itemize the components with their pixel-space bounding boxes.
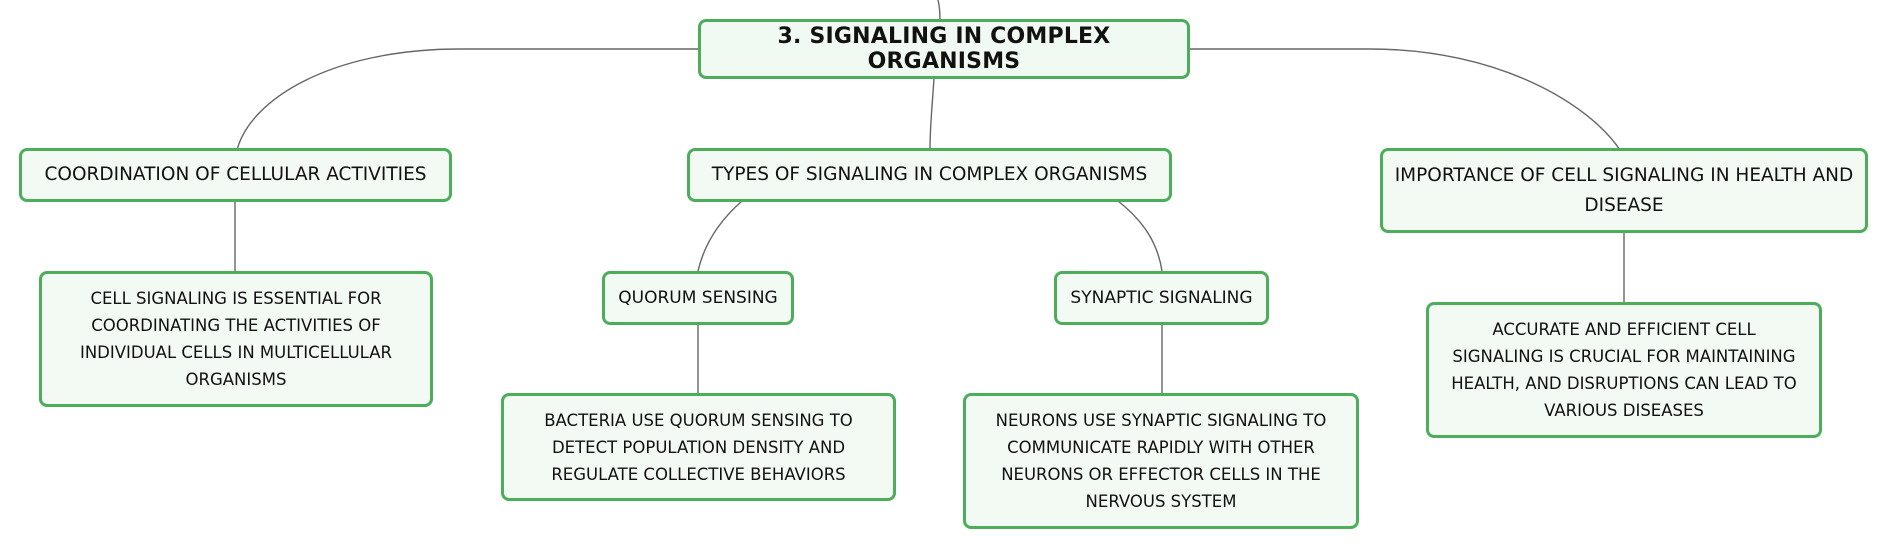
connector-root-to-importance (1188, 48, 1621, 151)
importance-node[interactable]: IMPORTANCE OF CELL SIGNALING IN HEALTH A… (1380, 148, 1868, 233)
importance-detail-node[interactable]: ACCURATE AND EFFICIENT CELL SIGNALING IS… (1426, 302, 1822, 438)
connector-parent-to-root (937, 0, 941, 21)
quorum-sensing-detail-text: BACTERIA USE QUORUM SENSING TO DETECT PO… (544, 410, 853, 484)
synaptic-signaling-detail-node[interactable]: NEURONS USE SYNAPTIC SIGNALING TO COMMUN… (963, 393, 1359, 529)
coordination-detail-node[interactable]: CELL SIGNALING IS ESSENTIAL FOR COORDINA… (39, 271, 433, 407)
connector-types-to-synaptic (1117, 200, 1163, 272)
connector-types-to-quorum (697, 200, 743, 272)
connector-root-to-coordination (236, 48, 700, 151)
synaptic-signaling-node[interactable]: SYNAPTIC SIGNALING (1054, 271, 1269, 325)
importance-detail-text: ACCURATE AND EFFICIENT CELL SIGNALING IS… (1451, 320, 1797, 420)
types-node[interactable]: TYPES OF SIGNALING IN COMPLEX ORGANISMS (687, 148, 1172, 202)
importance-node-label: IMPORTANCE OF CELL SIGNALING IN HEALTH A… (1394, 164, 1854, 216)
coordination-detail-text: CELL SIGNALING IS ESSENTIAL FOR COORDINA… (79, 289, 393, 389)
quorum-sensing-node[interactable]: QUORUM SENSING (602, 271, 794, 325)
quorum-sensing-detail-node[interactable]: BACTERIA USE QUORUM SENSING TO DETECT PO… (501, 393, 896, 501)
types-node-label: TYPES OF SIGNALING IN COMPLEX ORGANISMS (711, 164, 1148, 185)
root-node-label: 3. SIGNALING IN COMPLEX ORGANISMS (777, 24, 1111, 74)
root-node[interactable]: 3. SIGNALING IN COMPLEX ORGANISMS (698, 19, 1190, 79)
coordination-node-label: COORDINATION OF CELLULAR ACTIVITIES (44, 164, 427, 185)
connector-root-to-types (929, 77, 935, 151)
synaptic-signaling-label: SYNAPTIC SIGNALING (1070, 288, 1253, 308)
synaptic-signaling-detail-text: NEURONS USE SYNAPTIC SIGNALING TO COMMUN… (995, 411, 1327, 511)
quorum-sensing-label: QUORUM SENSING (618, 288, 778, 308)
coordination-node[interactable]: COORDINATION OF CELLULAR ACTIVITIES (19, 148, 452, 202)
